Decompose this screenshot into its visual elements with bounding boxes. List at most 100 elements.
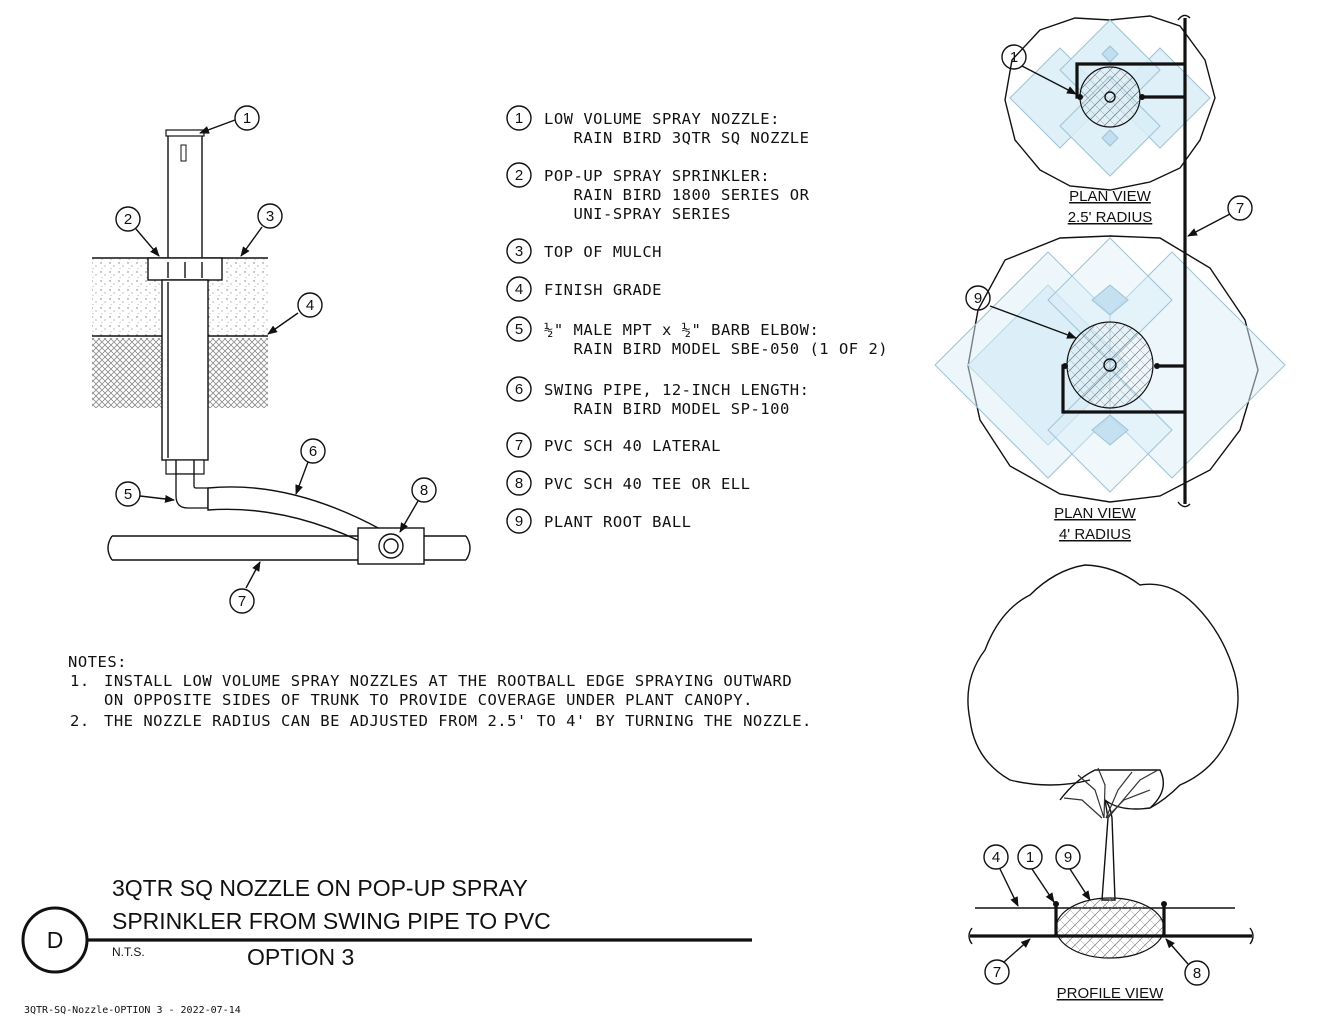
legend-item-6: 6 SWING PIPE, 12-INCH LENGTH: RAIN BIRD M… (506, 376, 809, 418)
legend-number: 5 (515, 321, 523, 338)
riser-top (167, 132, 203, 259)
svg-text:3: 3 (266, 208, 274, 225)
legend-text-line: ½" MALE MPT x ½" BARB ELBOW: (544, 321, 819, 339)
title-line-2: SPRINKLER FROM SWING PIPE TO PVC (112, 908, 551, 934)
plan-callout-9: 9 (965, 285, 1077, 339)
spray-pattern-large (934, 237, 1286, 493)
notes-heading: NOTES: (68, 653, 127, 671)
callout-5: 5 (115, 481, 175, 507)
nozzle-cap (165, 129, 205, 137)
svg-text:9: 9 (974, 290, 982, 307)
legend-number-circle (506, 162, 532, 188)
note-1-line-2: ON OPPOSITE SIDES OF TRUNK TO PROVIDE CO… (104, 691, 753, 709)
legend-number: 7 (515, 437, 523, 454)
footer-filename: 3QTR-SQ-Nozzle-OPTION 3 - 2022-07-14 (24, 1005, 241, 1016)
legend-number: 1 (515, 110, 523, 127)
svg-text:2: 2 (124, 211, 132, 228)
profile-callout-1: 1 (1017, 844, 1055, 903)
profile-callout-7: 7 (984, 938, 1031, 985)
plan-view-large-label-1: PLAN VIEW (1054, 505, 1137, 522)
scale-label: N.T.S. (112, 945, 145, 959)
svg-text:7: 7 (993, 964, 1001, 981)
title-line-1: 3QTR SQ NOZZLE ON POP-UP SPRAY (112, 875, 528, 901)
callout-1: 1 (199, 105, 260, 134)
option-label: OPTION 3 (247, 944, 354, 970)
detail-bubble (21, 906, 89, 974)
plan-view-small: 1 PLAN VIEW 2.5' RADIUS (1001, 15, 1216, 226)
legend-number-circle (506, 316, 532, 342)
legend-item-4: 4 FINISH GRADE (506, 276, 662, 302)
root-ball-small (1079, 66, 1141, 128)
legend-text-line: PVC SCH 40 LATERAL (544, 437, 721, 455)
legend-text-line: PVC SCH 40 TEE OR ELL (544, 475, 750, 493)
legend-text-line: RAIN BIRD MODEL SBE-050 (1 OF 2) (544, 340, 888, 358)
barb-elbow (175, 473, 209, 509)
legend-number-circle (506, 105, 532, 131)
legend-text-line: POP-UP SPRAY SPRINKLER: (544, 167, 770, 185)
sprinkler-body (161, 279, 209, 461)
svg-text:1: 1 (1026, 849, 1034, 866)
svg-text:7: 7 (238, 593, 246, 610)
svg-text:5: 5 (124, 486, 132, 503)
plan-view-small-label-2: 2.5' RADIUS (1068, 209, 1153, 226)
svg-text:4: 4 (992, 849, 1000, 866)
plan-callout-1: 1 (1001, 44, 1077, 95)
plan-view-large-label-2: 4' RADIUS (1059, 526, 1131, 543)
legend-number: 3 (515, 243, 523, 260)
tree-branches (1063, 767, 1159, 819)
legend-text-line: SWING PIPE, 12-INCH LENGTH: (544, 381, 809, 399)
plan-callout-7: 7 (1187, 195, 1253, 237)
section-detail: 1 2 3 4 5 6 8 (92, 105, 471, 614)
legend-number-circle (506, 276, 532, 302)
legend-text-line: UNI-SPRAY SERIES (544, 205, 731, 223)
root-ball-large (1066, 321, 1154, 409)
profile-view: 4 1 9 7 8 PROFILE VIEW (967, 564, 1254, 1002)
legend-item-7: 7 PVC SCH 40 LATERAL (506, 432, 721, 458)
legend-number-circle (506, 470, 532, 496)
svg-text:6: 6 (309, 443, 317, 460)
plan-view-small-label-1: PLAN VIEW (1069, 188, 1152, 205)
legend-number: 6 (515, 381, 523, 398)
profile-view-label: PROFILE VIEW (1057, 985, 1165, 1002)
callout-7: 7 (229, 561, 261, 614)
legend-text-line: RAIN BIRD 3QTR SQ NOZZLE (544, 129, 809, 147)
note-2-line-1: THE NOZZLE RADIUS CAN BE ADJUSTED FROM 2… (104, 712, 812, 730)
callout-8: 8 (399, 477, 437, 533)
legend-item-9: 9 PLANT ROOT BALL (506, 508, 691, 534)
svg-text:4: 4 (306, 297, 314, 314)
plan-lateral-pipe: 7 (1177, 14, 1253, 508)
svg-text:8: 8 (420, 482, 428, 499)
svg-text:1: 1 (1010, 49, 1018, 66)
callout-2: 2 (115, 206, 160, 257)
callout-3: 3 (240, 203, 283, 257)
callout-6: 6 (295, 438, 326, 495)
swing-pipe (207, 486, 383, 549)
legend-text-line: TOP OF MULCH (544, 243, 662, 261)
callout-4: 4 (267, 292, 323, 335)
profile-root-ball (1055, 897, 1165, 959)
note-2-num: 2. (70, 712, 90, 730)
plan-view-large: 9 PLAN VIEW 4' RADIUS (934, 235, 1286, 543)
legend-number-circle (506, 376, 532, 402)
legend-text-line: RAIN BIRD MODEL SP-100 (544, 400, 790, 418)
nozzle-slot (180, 144, 187, 162)
svg-text:8: 8 (1193, 965, 1201, 982)
legend-text-line: PLANT ROOT BALL (544, 513, 691, 531)
legend-number-circle (506, 508, 532, 534)
svg-text:1: 1 (243, 110, 251, 127)
profile-callout-8: 8 (1165, 938, 1210, 986)
legend-text-line: FINISH GRADE (544, 281, 662, 299)
canopy-outline-small (1004, 15, 1216, 191)
legend-number-circle (506, 238, 532, 264)
svg-text:7: 7 (1236, 200, 1244, 217)
legend-number: 4 (515, 281, 523, 298)
legend-text-line: RAIN BIRD 1800 SERIES OR (544, 186, 810, 204)
svg-text:9: 9 (1064, 849, 1072, 866)
detail-letter: D (47, 927, 64, 953)
legend-number: 9 (515, 513, 523, 530)
